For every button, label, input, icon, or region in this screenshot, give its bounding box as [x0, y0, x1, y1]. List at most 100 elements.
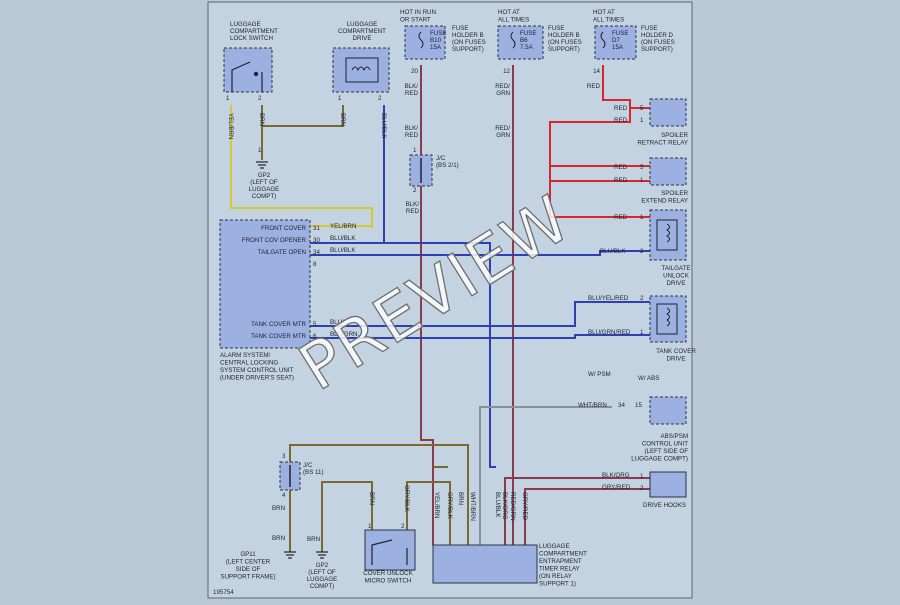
fuse-label: 15A — [612, 44, 624, 51]
jc-bs11-label: J/C — [303, 462, 313, 469]
wire-red-d7 — [549, 65, 650, 218]
micro-switch-title: MICRO SWITCH — [365, 578, 412, 585]
pin: 1 — [640, 177, 644, 184]
micro-switch-title: COVER UNLOCK — [363, 570, 413, 577]
timer-relay-wire-label: BLU/BLK — [494, 492, 501, 518]
wire-label: BRN — [272, 535, 285, 542]
wire-label: BLU/BLK — [600, 248, 626, 255]
compartment-drive-box — [332, 47, 390, 93]
timer-relay-title: (ON RELAY — [539, 573, 572, 580]
abs-unit-box — [649, 396, 687, 425]
jc-bs21-label: (BS 2/1) — [436, 162, 459, 169]
control-unit-row-label: TAILGATE OPEN — [258, 249, 306, 256]
wire-tank-cover-6 — [310, 334, 650, 339]
timer-relay-wire-label: RED/GRN — [509, 492, 516, 521]
compartment-drive-title: DRIVE — [353, 35, 372, 42]
timer-relay-wire-label: GRY/BLK — [446, 492, 453, 520]
lock-switch-title: LUGGAGE — [230, 21, 261, 28]
wire-label: RED — [406, 208, 420, 215]
control-unit-wire-label: BLU/... — [330, 319, 349, 326]
tank-coil-icon — [666, 307, 670, 327]
pin: 1 — [226, 95, 230, 102]
control-unit-wire-label: BLU/GRN... — [330, 331, 363, 338]
wire-label: BLU/BLK — [380, 113, 387, 139]
jc-bs11-label: (BS 11) — [303, 469, 324, 476]
pin: 1 — [640, 117, 644, 124]
control-unit-row-label: TANK COVER MTR — [251, 321, 306, 328]
wire-label: GRY/BLK — [403, 485, 410, 513]
jc-bs21-label: J/C — [436, 155, 446, 162]
wire-wht-brn-abs — [479, 406, 612, 545]
tailgate-coil-icon — [666, 223, 670, 243]
motor-icon — [345, 57, 379, 83]
fuse-pin: 20 — [411, 68, 418, 75]
wire-blu-blk-front-cov-opener — [310, 242, 496, 468]
lock-switch-box — [223, 47, 273, 93]
fuse-holder-label: HOLDER B — [548, 32, 580, 39]
ground-gp2-top-label: COMPT) — [252, 193, 276, 200]
control-unit-pin: 8 — [313, 261, 317, 268]
spoiler-retract-title: RETRACT RELAY — [637, 140, 688, 147]
wire-label: GRY/RED — [602, 484, 631, 491]
pin: 1 — [258, 147, 262, 154]
fuse-holder-label: SUPPORT) — [452, 46, 484, 53]
wires — [230, 65, 650, 552]
fuse-b10-box — [404, 25, 446, 60]
pin: 2 — [640, 248, 644, 255]
ground-gp11-label: GP11 — [240, 551, 256, 558]
lock-switch-title: COMPARTMENT — [230, 28, 278, 35]
power-title: ALL TIMES — [498, 17, 529, 24]
pin: 5 — [640, 164, 644, 171]
fuse-b6-box — [497, 25, 544, 60]
control-unit-wire-label: YEL/BRN — [330, 223, 356, 230]
control-unit-label: SYSTEM CONTROL UNIT — [220, 367, 294, 374]
spoiler-extend-box — [649, 157, 687, 186]
timer-relay-title: LUGGAGE — [539, 543, 570, 550]
wire-label: RED — [614, 214, 628, 221]
fuse-holder-label: HOLDER D — [641, 32, 674, 39]
pin: 34 — [618, 402, 625, 409]
timer-relay-title: TIMER RELAY — [539, 566, 580, 573]
spoiler-retract-box — [649, 98, 687, 127]
fuse-d7-box — [594, 25, 637, 60]
wire-label: BLU/YEL/RED — [588, 295, 629, 302]
tailgate-drive-title: UNLOCK — [663, 273, 690, 280]
control-unit-pin: 6 — [313, 333, 317, 340]
wire-label: BRN — [258, 113, 265, 126]
fuse-holder-label: FUSE — [548, 25, 565, 32]
wire-gry-blk-micro — [406, 481, 451, 545]
control-unit-row-label: TANK COVER MTR — [251, 333, 306, 340]
abs-unit-title: CONTROL UNIT — [642, 441, 688, 448]
wire-brn-gp2-micro — [321, 481, 373, 552]
spoiler-retract-title: SPOILER — [661, 132, 688, 139]
control-unit-pin: 34 — [313, 249, 320, 256]
control-unit-wire-label: BLU/BLK — [330, 235, 356, 242]
ground-gp2-bottom-label: LUGGAGE — [307, 576, 338, 583]
switch-icon — [231, 61, 263, 92]
timer-relay-title: ENTRAPMENT — [539, 558, 582, 565]
timer-relay-wire-label: WHT/BRN — [469, 492, 476, 521]
power-title: HOT AT — [593, 9, 615, 16]
fuse-label: B6 — [520, 37, 528, 44]
ground-gp11-label: SUPPORT FRAME) — [220, 574, 275, 581]
tank-drive-title: DRIVE — [667, 356, 686, 363]
fuse-holder-label: SUPPORT) — [641, 46, 673, 53]
fuse-pin: 12 — [503, 68, 510, 75]
ground-gp11-icon — [284, 551, 296, 559]
pin: 2 — [378, 95, 382, 102]
wire-label: BLK/ORG — [602, 472, 630, 479]
wire-label: GRN — [496, 90, 510, 97]
wire-label: RED/ — [495, 125, 510, 132]
tank-drive-title: TANK COVER — [656, 348, 696, 355]
figure-number: 195754 — [213, 589, 234, 596]
wire-label: RED — [614, 164, 628, 171]
ground-gp2-top-label: GP2 — [258, 172, 271, 179]
pin: 2 — [640, 295, 644, 302]
abs-unit-title: ABS/PSM — [660, 433, 688, 440]
pin: 2 — [640, 485, 644, 492]
coil-icon — [351, 66, 371, 72]
abs-unit-title: LUGGAGE COMPT) — [631, 456, 688, 463]
ground-gp2-bottom-label: (LEFT OF — [308, 569, 336, 576]
fuse-label: 7.5A — [520, 44, 534, 51]
